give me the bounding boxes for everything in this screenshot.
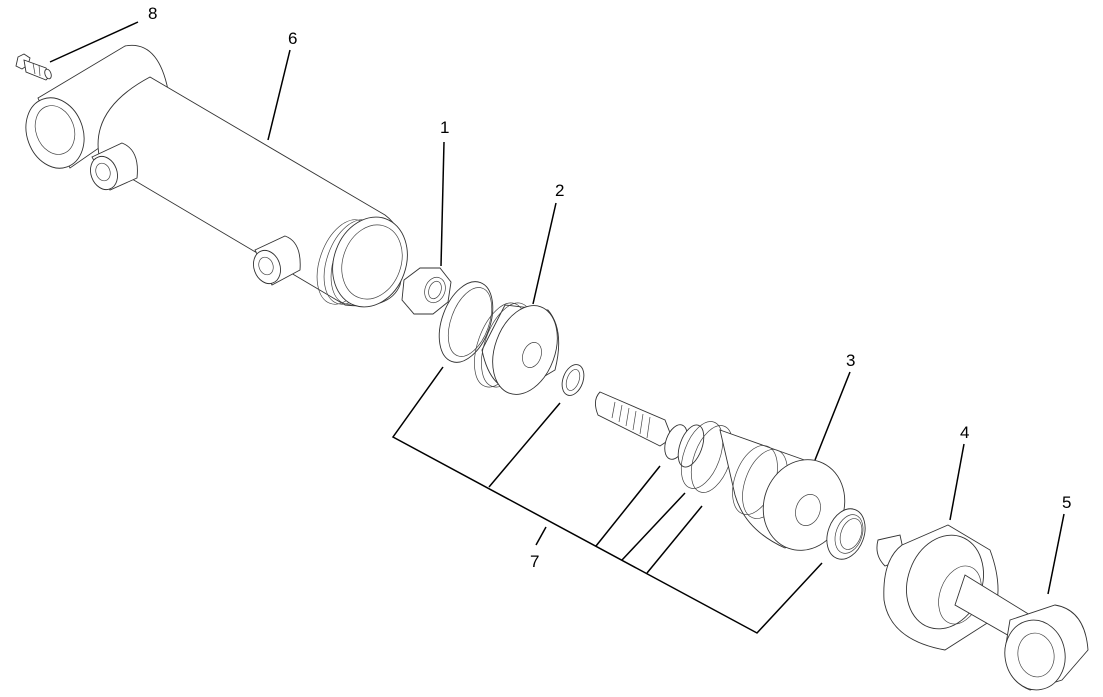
callout-4: 4 [960, 423, 969, 442]
leader-lines [49, 21, 1065, 634]
callout-8: 8 [148, 4, 157, 23]
threaded-spool-part [595, 391, 705, 468]
piston-part [474, 302, 560, 395]
leader-2 [532, 202, 557, 305]
grease-fitting-part [15, 53, 52, 81]
seal-kit-tick-b [621, 492, 686, 561]
leader-3 [814, 371, 851, 461]
callout-labels: 1 2 3 4 5 6 7 8 [148, 4, 1071, 571]
callout-2: 2 [555, 181, 564, 200]
callout-5: 5 [1062, 493, 1071, 512]
callout-1: 1 [440, 118, 449, 137]
cylinder-barrel-part [25, 44, 408, 308]
leader-8 [49, 21, 139, 63]
seal-kit-tick-c [646, 505, 703, 574]
leader-7 [535, 526, 547, 546]
gland-head-part [680, 421, 846, 551]
leader-4 [949, 443, 965, 521]
leader-6 [267, 49, 291, 141]
callout-3: 3 [846, 351, 855, 370]
rod-clevis-part [954, 574, 1089, 691]
seal-kit-bracket [391, 366, 823, 634]
leader-5 [1047, 513, 1065, 595]
hex-nut-part [401, 267, 452, 315]
callout-6: 6 [288, 29, 297, 48]
piston-seal-ring-part [438, 281, 494, 363]
callout-7: 7 [530, 552, 539, 571]
seal-kit-tick-a [595, 465, 661, 547]
seal-kit-tick-o-ring [488, 402, 561, 488]
wiper-seal-part [826, 508, 866, 560]
leader-1 [440, 141, 445, 267]
o-ring-part [561, 364, 585, 396]
